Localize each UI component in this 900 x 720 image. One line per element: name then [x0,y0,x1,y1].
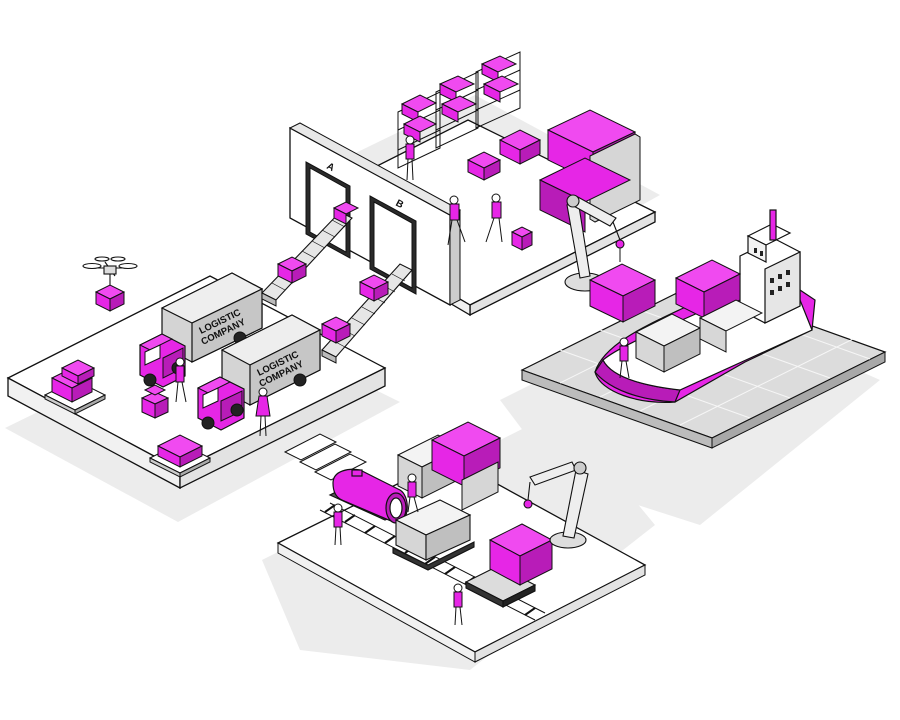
worker-icon-warehouse-3 [485,193,503,243]
worker-icon-warehouse-1 [405,135,415,181]
drone-package-box [94,284,126,312]
step-pads [283,433,368,481]
container-icon-ship [634,259,764,373]
conveyor-box-3 [358,274,390,302]
gate-a [305,161,351,259]
freight-train-icon-tank [328,468,408,525]
stacked-boxes-hand-truck [140,384,170,419]
gate-b-label: B [394,198,406,211]
pallet-boxes-left-1 [43,359,107,415]
truck-1: LOGISTIC COMPANY [138,272,264,388]
worker-icon-truck-2 [255,387,271,437]
freight-train-icon-flatbed [464,565,537,608]
worker-icon-port [619,337,630,379]
hand-truck-boxes [510,226,534,251]
pallet-boxes-left-2 [148,434,212,478]
robot-arm-icon-railyard [523,461,589,549]
conveyor-box-2 [332,201,360,225]
conveyor-box-4 [320,316,352,344]
warehouse-boxes [466,129,542,181]
drone-icon [82,256,138,286]
lifted-container [588,248,657,323]
storage-shelves [397,51,521,169]
truck-2: LOGISTIC COMPANY [196,314,322,431]
worker-icon-warehouse-2 [447,195,466,246]
worker-icon-railyard-1 [407,473,419,513]
worker-icon-railyard-3 [453,583,463,626]
container-icon-railyard [396,421,554,586]
worker-icon-railyard-2 [333,503,343,546]
gate-a-label: A [325,161,337,174]
worker-icon-truck-1 [175,357,187,403]
freight-train-icon-container-car [392,499,475,571]
conveyor-box-1 [276,256,308,284]
